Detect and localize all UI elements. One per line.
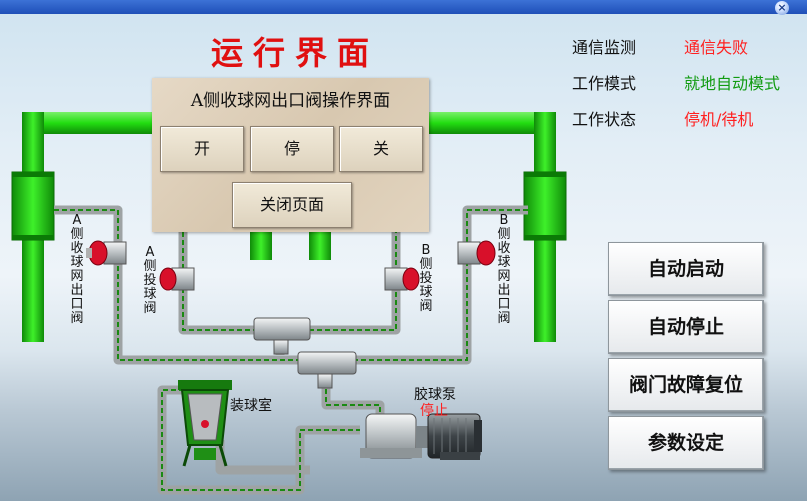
- green-stub-2: [309, 232, 331, 260]
- page-title: 运行界面: [210, 34, 379, 72]
- ball-room-label: 装球室: [230, 398, 272, 414]
- green-pipe-left: [11, 112, 157, 342]
- pump-status-label: 停止: [420, 403, 448, 419]
- valve-a-outlet-label: A侧收球网出口阀: [70, 213, 84, 326]
- status-comm-label: 通信监测: [572, 38, 637, 57]
- ball-loading-room: [178, 380, 232, 467]
- close-valve-button[interactable]: 关: [339, 126, 423, 172]
- status-state-value: 停机/待机: [684, 110, 754, 129]
- tee-fitting-lower: [297, 351, 357, 389]
- close-page-button[interactable]: 关闭页面: [232, 182, 352, 228]
- valve-b-outlet-label: B侧收球网出口阀: [497, 213, 511, 326]
- status-comm: 通信监测 通信失败: [572, 34, 748, 58]
- valve-fault-reset-button[interactable]: 阀门故障复位: [608, 358, 764, 412]
- green-pipe-right: [428, 112, 567, 342]
- status-mode-label: 工作模式: [572, 74, 637, 93]
- valve-a-inject-label: A侧投球阀: [143, 245, 157, 316]
- pump-name-label: 胶球泵: [414, 387, 456, 403]
- parameter-settings-button[interactable]: 参数设定: [608, 416, 764, 470]
- status-mode: 工作模式 就地自动模式: [572, 70, 780, 94]
- green-stub-1: [250, 232, 272, 260]
- window-title-bar: [0, 0, 807, 14]
- popup-title: A侧收球网出口阀操作界面: [190, 91, 391, 111]
- valve-a-outlet[interactable]: [86, 240, 127, 266]
- stop-button[interactable]: 停: [250, 126, 334, 172]
- valve-b-inject[interactable]: [384, 267, 420, 291]
- status-mode-value: 就地自动模式: [684, 74, 781, 93]
- valve-a-inject[interactable]: [159, 267, 195, 291]
- ball-pump[interactable]: [360, 413, 482, 460]
- valve-b-outlet[interactable]: [457, 240, 496, 266]
- auto-start-button[interactable]: 自动启动: [608, 242, 764, 296]
- status-state: 工作状态 停机/待机: [572, 106, 753, 130]
- open-button[interactable]: 开: [160, 126, 244, 172]
- valve-b-inject-label: B侧投球阀: [419, 243, 433, 314]
- status-state-label: 工作状态: [572, 110, 637, 129]
- valve-operation-popup: A侧收球网出口阀操作界面 开 停 关 关闭页面: [152, 78, 429, 232]
- tee-fitting-upper: [253, 317, 311, 355]
- auto-stop-button[interactable]: 自动停止: [608, 300, 764, 354]
- close-icon[interactable]: ×: [775, 1, 789, 15]
- status-comm-value: 通信失败: [684, 38, 749, 57]
